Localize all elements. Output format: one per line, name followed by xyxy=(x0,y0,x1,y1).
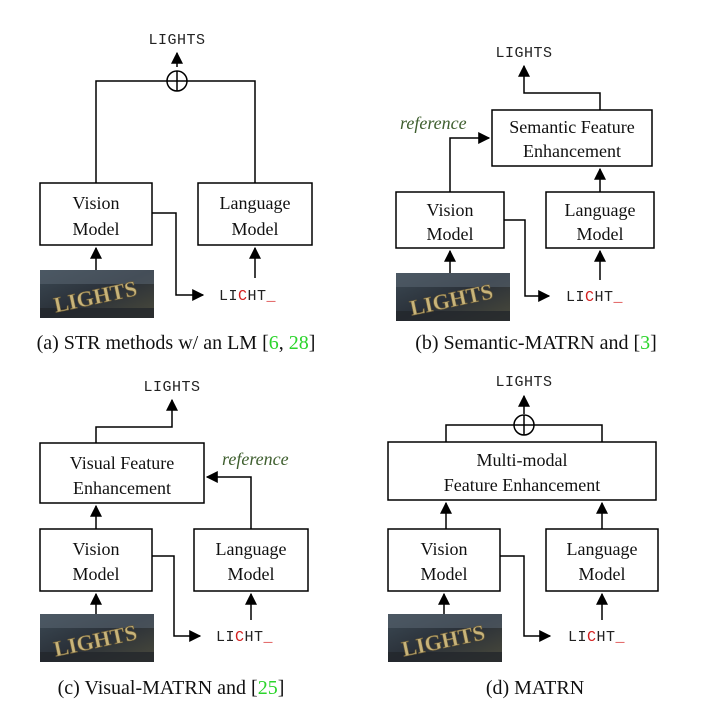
vision-model-box-c xyxy=(39,528,153,592)
arrow-out-b xyxy=(518,64,601,110)
input-image-c: LIGHTS xyxy=(40,614,154,662)
vision-label-1-a: Vision xyxy=(73,193,120,213)
caption-a: (a) STR methods w/ an LM [6, 28] xyxy=(37,332,316,354)
reference-label-c: reference xyxy=(222,449,289,469)
output-text-c: LIGHTS xyxy=(143,379,200,396)
panel-b: LIGHTS Semantic Feature Enhancement Visi… xyxy=(395,45,657,354)
vision-model-box-a xyxy=(39,182,153,246)
caption-b: (b) Semantic-MATRN and [3] xyxy=(415,332,657,354)
connector-right-d xyxy=(534,424,603,442)
caption-c: (c) Visual-MATRN and [25] xyxy=(58,677,285,699)
arrow-reference-c xyxy=(205,471,252,529)
language-model-box-b xyxy=(545,191,655,249)
language-label-2-d: Model xyxy=(579,564,626,584)
panel-d: LIGHTS Multi-modal Feature Enhancement V… xyxy=(387,374,659,699)
arrow-out-c xyxy=(95,398,178,443)
prediction-text-c: LICHT_ xyxy=(216,629,274,646)
arrow-vision-pred-c xyxy=(152,555,202,642)
connector-left-d xyxy=(445,424,514,442)
vision-label-1-b: Vision xyxy=(427,200,474,220)
panel-a: LIGHTS Vision Model Language Model LIGHT… xyxy=(37,32,316,354)
language-model-box-a xyxy=(197,182,313,246)
language-label-2-c: Model xyxy=(228,564,275,584)
caption-d: (d) MATRN xyxy=(486,677,584,699)
vision-label-2-b: Model xyxy=(427,224,474,244)
language-label-1-b: Language xyxy=(565,200,636,220)
arrow-vision-pred-b xyxy=(504,219,551,302)
multimodal-enhancement-box xyxy=(387,441,657,501)
output-text-d: LIGHTS xyxy=(495,374,552,391)
language-model-box-d xyxy=(545,528,659,592)
language-label-2-b: Model xyxy=(577,224,624,244)
connector-vision-a xyxy=(95,80,167,183)
input-image-b: LIGHTS xyxy=(396,273,510,321)
prediction-text-b: LICHT_ xyxy=(566,289,624,306)
language-model-box-c xyxy=(193,528,309,592)
vision-model-box-d xyxy=(387,528,501,592)
arrow-vision-pred-a xyxy=(152,212,205,301)
reference-label-b: reference xyxy=(400,113,467,133)
vision-label-2-a: Model xyxy=(73,219,120,239)
vision-label-1-d: Vision xyxy=(421,539,468,559)
semantic-label-2: Enhancement xyxy=(523,141,621,161)
vision-label-1-c: Vision xyxy=(73,539,120,559)
input-image-d: LIGHTS xyxy=(388,614,502,662)
vision-label-2-c: Model xyxy=(73,564,120,584)
language-label-1-a: Language xyxy=(220,193,291,213)
semantic-label-1: Semantic Feature xyxy=(509,117,634,137)
visual-label-1: Visual Feature xyxy=(70,453,174,473)
visual-enhancement-box xyxy=(39,442,205,504)
arrow-reference-b xyxy=(449,132,491,192)
fusion-icon-a xyxy=(166,70,188,92)
output-text-b: LIGHTS xyxy=(495,45,552,62)
visual-label-2: Enhancement xyxy=(73,478,171,498)
input-image-a: LIGHTS xyxy=(40,270,154,318)
semantic-enhancement-box xyxy=(491,109,653,167)
language-label-1-c: Language xyxy=(216,539,287,559)
multimodal-label-2: Feature Enhancement xyxy=(444,475,600,495)
multimodal-label-1: Multi-modal xyxy=(477,450,568,470)
arrow-vision-pred-d xyxy=(500,555,552,642)
fusion-icon-d xyxy=(513,414,535,436)
prediction-text-a: LICHT_ xyxy=(219,288,277,305)
output-text-a: LIGHTS xyxy=(148,32,205,49)
vision-label-2-d: Model xyxy=(421,564,468,584)
language-label-2-a: Model xyxy=(232,219,279,239)
panel-c: LIGHTS Visual Feature Enhancement Vision… xyxy=(39,379,309,699)
connector-language-a xyxy=(187,80,256,183)
prediction-text-d: LICHT_ xyxy=(568,629,626,646)
language-label-1-d: Language xyxy=(567,539,638,559)
